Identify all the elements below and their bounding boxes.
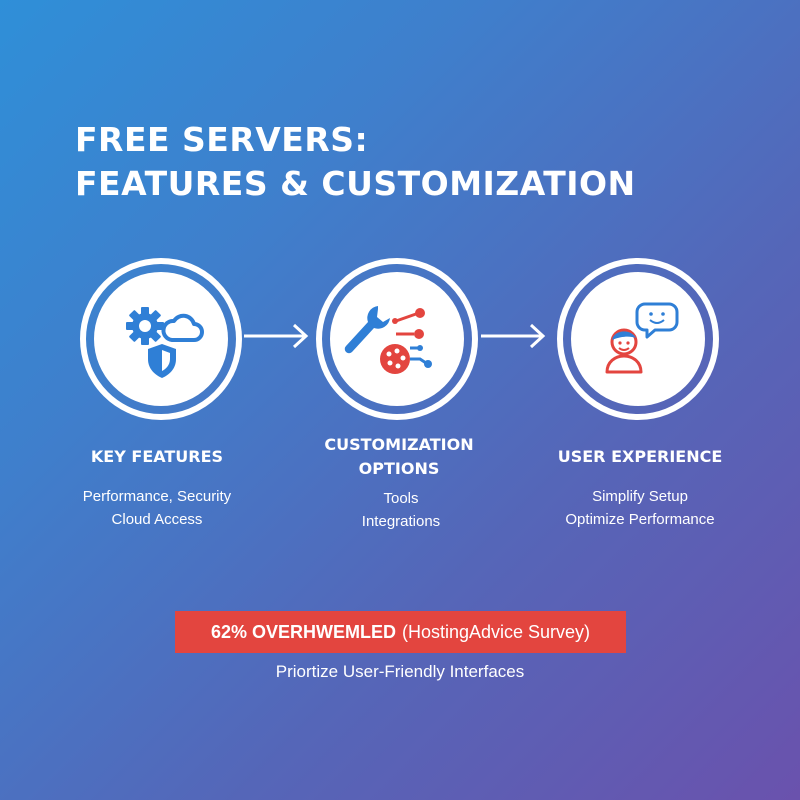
step-body-user-experience: Simplify Setup Optimize Performance (520, 485, 760, 531)
step-heading-key-features: KEY FEATURES (90, 447, 224, 466)
step-line: Optimize Performance (565, 511, 715, 528)
step-line: Integrations (361, 513, 441, 530)
wrench-icon (344, 306, 390, 354)
step-heading-user-experience: USER EXPERIENCE (557, 447, 723, 466)
customization-circle (316, 258, 478, 420)
user-icon (605, 328, 643, 374)
connector-icon (392, 308, 425, 339)
banner-subtitle: Priortize User-Friendly Interfaces (275, 662, 525, 681)
title-line-2: FEATURES & CUSTOMIZATION (75, 164, 636, 203)
banner-source: (HostingAdvice Survey) (401, 621, 591, 642)
step-line: Performance, Security (82, 488, 232, 505)
gear-icon (126, 307, 164, 345)
step-heading-line: CUSTOMIZATION (324, 435, 474, 454)
step-body-customization: Tools Integrations (281, 487, 521, 533)
step-line: Tools (383, 490, 419, 507)
key-features-circle (80, 258, 242, 420)
palette-icon (380, 344, 432, 374)
step-body-key-features: Performance, Security Cloud Access (37, 485, 277, 531)
arrow-right-icon (481, 323, 546, 349)
step-heading-customization: CUSTOMIZATION OPTIONS (289, 433, 509, 481)
cloud-icon (161, 313, 204, 342)
step-line: Simplify Setup (592, 488, 688, 505)
title-line-1: FREE SERVERS: (75, 120, 369, 159)
page-title: FREE SERVERS: FEATURES & CUSTOMIZATION (75, 118, 636, 206)
banner-stat: 62% OVERHWEMLED (210, 621, 396, 642)
step-line: Cloud Access (111, 511, 203, 528)
arrow-right-icon (244, 323, 309, 349)
speech-bubble-icon (635, 302, 679, 339)
shield-icon (148, 344, 176, 378)
step-heading-line: OPTIONS (358, 459, 440, 478)
user-experience-circle (557, 258, 719, 420)
survey-banner: 62% OVERHWEMLED (HostingAdvice Survey) (175, 611, 626, 653)
